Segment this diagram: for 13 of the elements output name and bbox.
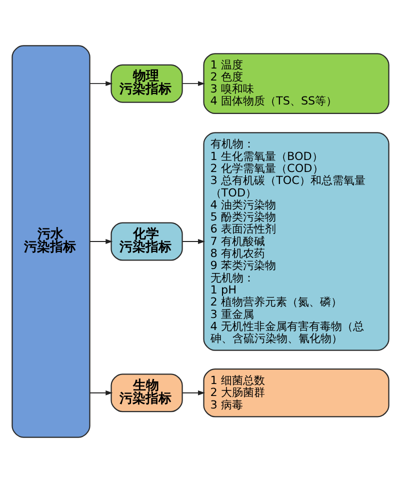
node-box: 有机物： 1 生化需氧量（BOD） 2 化学需氧量（COD） 3 总有机碳（TOC）和总需氧量（TOD） 4 油类污染物 5 酚类污染物 6 表面活性剂 7 有机酸碱 8 有机农药 9 苯类污染物 无机物： 1 pH 2 植物营养元素（氮、磷） 3 重金属 4 无机性非金属有害有毒物（总砷、含硫污染物、氰化物） <box>203 132 390 350</box>
arrow <box>182 238 206 244</box>
node-box: 污水污染指标 <box>12 44 90 438</box>
node-box: 物理污染指标 <box>110 64 183 102</box>
node-box: 1 细菌总数 2 大肠菌群 3 病毒 <box>203 368 390 417</box>
node-box: 1 温度 2 色度 3 嗅和味 4 固体物质（TS、SS等） <box>203 52 390 114</box>
arrow <box>89 390 113 395</box>
node-box: 化学污染指标 <box>110 222 183 260</box>
arrow <box>182 80 206 86</box>
arrow <box>89 80 113 86</box>
arrow <box>182 390 206 395</box>
arrow <box>89 238 113 244</box>
node-box: 生物污染指标 <box>110 373 183 412</box>
